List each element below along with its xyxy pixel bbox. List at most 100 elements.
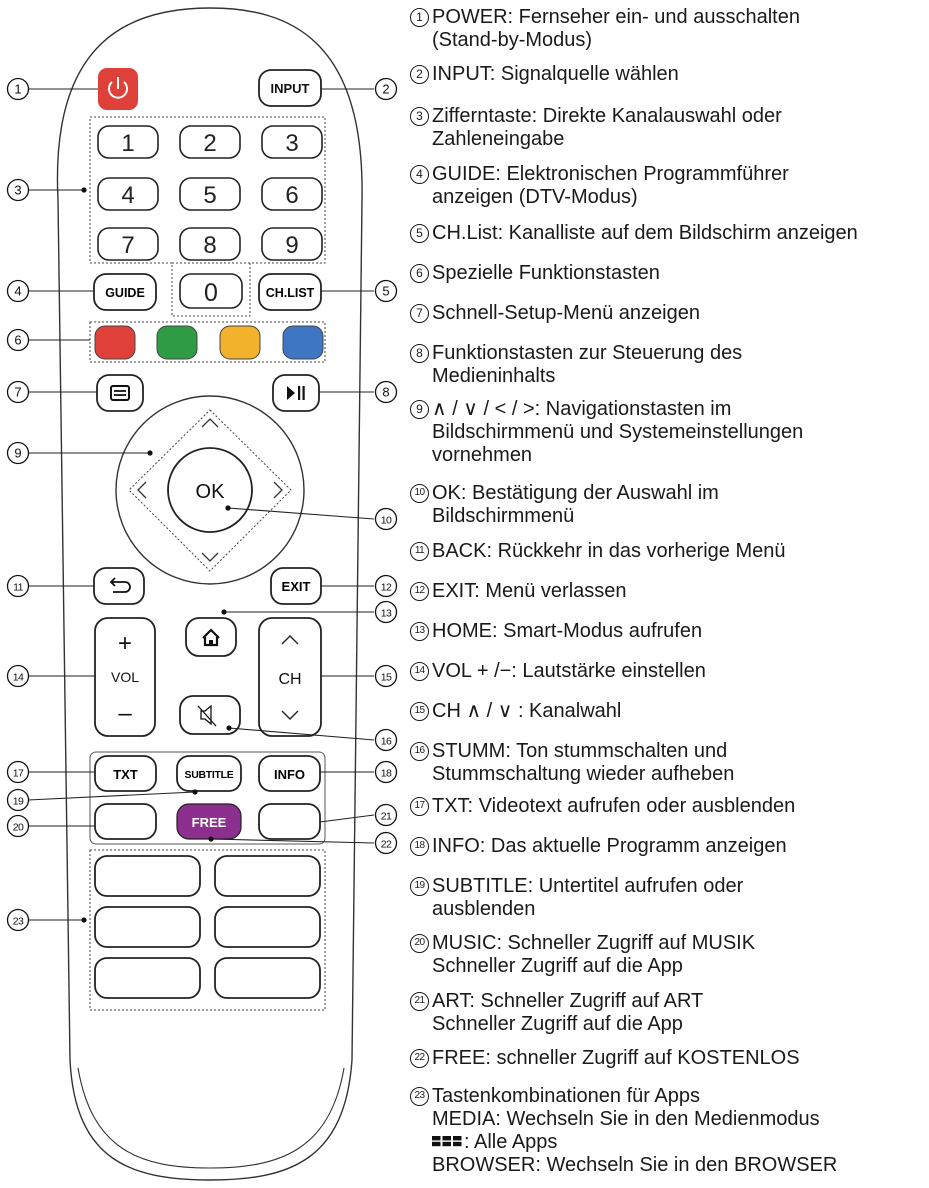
svg-text:17: 17	[13, 767, 24, 779]
digit-button-4[interactable]: 4	[97, 177, 159, 211]
chlist-button[interactable]: CH.LIST	[258, 273, 322, 311]
digit-button-2[interactable]: 2	[179, 125, 241, 159]
nav-left-icon[interactable]	[137, 481, 147, 499]
input-button[interactable]: INPUT	[258, 69, 322, 107]
legend-number: 15	[410, 702, 429, 721]
guide-button[interactable]: GUIDE	[93, 273, 157, 311]
legend-line: ∧ / ∨ / < / >: Navigationstasten im	[432, 398, 732, 420]
guide-label: GUIDE	[105, 286, 145, 300]
legend-line: INPUT: Signalquelle wählen	[432, 63, 679, 85]
legend-number: 1	[410, 8, 429, 27]
legend-number: 20	[410, 934, 429, 953]
mute-icon	[197, 704, 217, 727]
back-button[interactable]	[93, 567, 145, 605]
svg-text:2: 2	[382, 81, 389, 96]
legend-line: CH.List: Kanalliste auf dem Bildschirm a…	[432, 222, 858, 244]
digit-button-5[interactable]: 5	[179, 177, 241, 211]
legend-line: EXIT: Menü verlassen	[432, 580, 627, 602]
color-key-red[interactable]	[94, 325, 136, 360]
app-key-1[interactable]	[94, 855, 201, 897]
txt-button[interactable]: TXT	[94, 755, 157, 792]
vol-label: VOL	[111, 669, 139, 685]
color-key-blue[interactable]	[282, 325, 324, 360]
legend-line: Zahleneingabe	[432, 128, 565, 150]
keypad-dashed-area	[89, 116, 326, 317]
digit-button-8[interactable]: 8	[179, 227, 241, 261]
legend-number: 23	[410, 1087, 429, 1106]
callout-20: 20	[6, 814, 30, 838]
nav-right-icon[interactable]	[273, 481, 283, 499]
digit-label-0: 0	[204, 279, 218, 307]
legend-line: INFO: Das aktuelle Programm anzeigen	[432, 835, 787, 857]
all-apps-grid-icon	[432, 1136, 462, 1147]
svg-text:14: 14	[13, 671, 24, 683]
play-pause-icon	[287, 386, 305, 400]
digit-button-0[interactable]: 0	[179, 273, 243, 309]
music-button[interactable]	[94, 803, 157, 840]
callout-5: 5	[374, 279, 398, 303]
app-key-6[interactable]	[214, 957, 321, 999]
digit-button-1[interactable]: 1	[97, 125, 159, 159]
callout-19: 19	[6, 788, 30, 812]
power-button[interactable]	[98, 68, 138, 110]
channel-rocker[interactable]: CH	[258, 617, 322, 737]
subtitle-button[interactable]: SUBTITLE	[176, 755, 242, 792]
legend-line: CH ∧ / ∨ : Kanalwahl	[432, 700, 622, 722]
legend-number: 18	[410, 837, 429, 856]
free-button[interactable]: FREE	[176, 803, 242, 840]
app-key-4[interactable]	[214, 906, 321, 948]
digit-label-3: 3	[285, 130, 298, 157]
app-key-2[interactable]	[214, 855, 321, 897]
color-key-yellow[interactable]	[219, 325, 261, 360]
txt-label: TXT	[113, 767, 138, 782]
mute-button[interactable]	[179, 695, 241, 735]
exit-button[interactable]: EXIT	[270, 567, 322, 605]
legend-line: SUBTITLE: Untertitel aufrufen oder	[432, 875, 744, 897]
callout-1: 1	[6, 77, 30, 101]
menu-button[interactable]	[96, 374, 144, 412]
art-button[interactable]	[258, 803, 321, 840]
leader-dots	[81, 187, 232, 923]
nav-down-icon[interactable]	[201, 552, 219, 562]
app-key-5[interactable]	[94, 957, 201, 999]
digit-button-7[interactable]: 7	[97, 227, 159, 261]
legend-number: 10	[410, 484, 429, 503]
svg-text:13: 13	[381, 607, 392, 619]
legend-line: Schneller Zugriff auf die App	[432, 1013, 683, 1035]
svg-text:6: 6	[14, 332, 21, 347]
callout-14: 14	[6, 664, 30, 688]
home-icon	[202, 628, 220, 647]
home-button[interactable]	[185, 617, 237, 657]
digit-button-9[interactable]: 9	[261, 227, 323, 261]
svg-text:11: 11	[13, 581, 23, 593]
app-key-3[interactable]	[94, 906, 201, 948]
digit-button-6[interactable]: 6	[261, 177, 323, 211]
volume-rocker[interactable]: + VOL –	[94, 617, 156, 737]
nav-dashed-diamond	[128, 409, 292, 572]
info-button[interactable]: INFO	[258, 755, 321, 792]
digit-button-3[interactable]: 3	[261, 125, 323, 159]
ok-button[interactable]: OK	[167, 447, 253, 533]
legend-line: Schneller Zugriff auf die App	[432, 955, 683, 977]
legend-number: 21	[410, 992, 429, 1011]
color-key-green[interactable]	[156, 325, 198, 360]
nav-up-icon[interactable]	[201, 418, 219, 428]
callout-15: 15	[374, 664, 398, 688]
svg-text:10: 10	[381, 514, 392, 526]
digit-label-5: 5	[203, 182, 216, 209]
play-pause-button[interactable]	[272, 374, 320, 412]
input-label: INPUT	[271, 81, 310, 96]
callout-8: 8	[374, 380, 398, 404]
